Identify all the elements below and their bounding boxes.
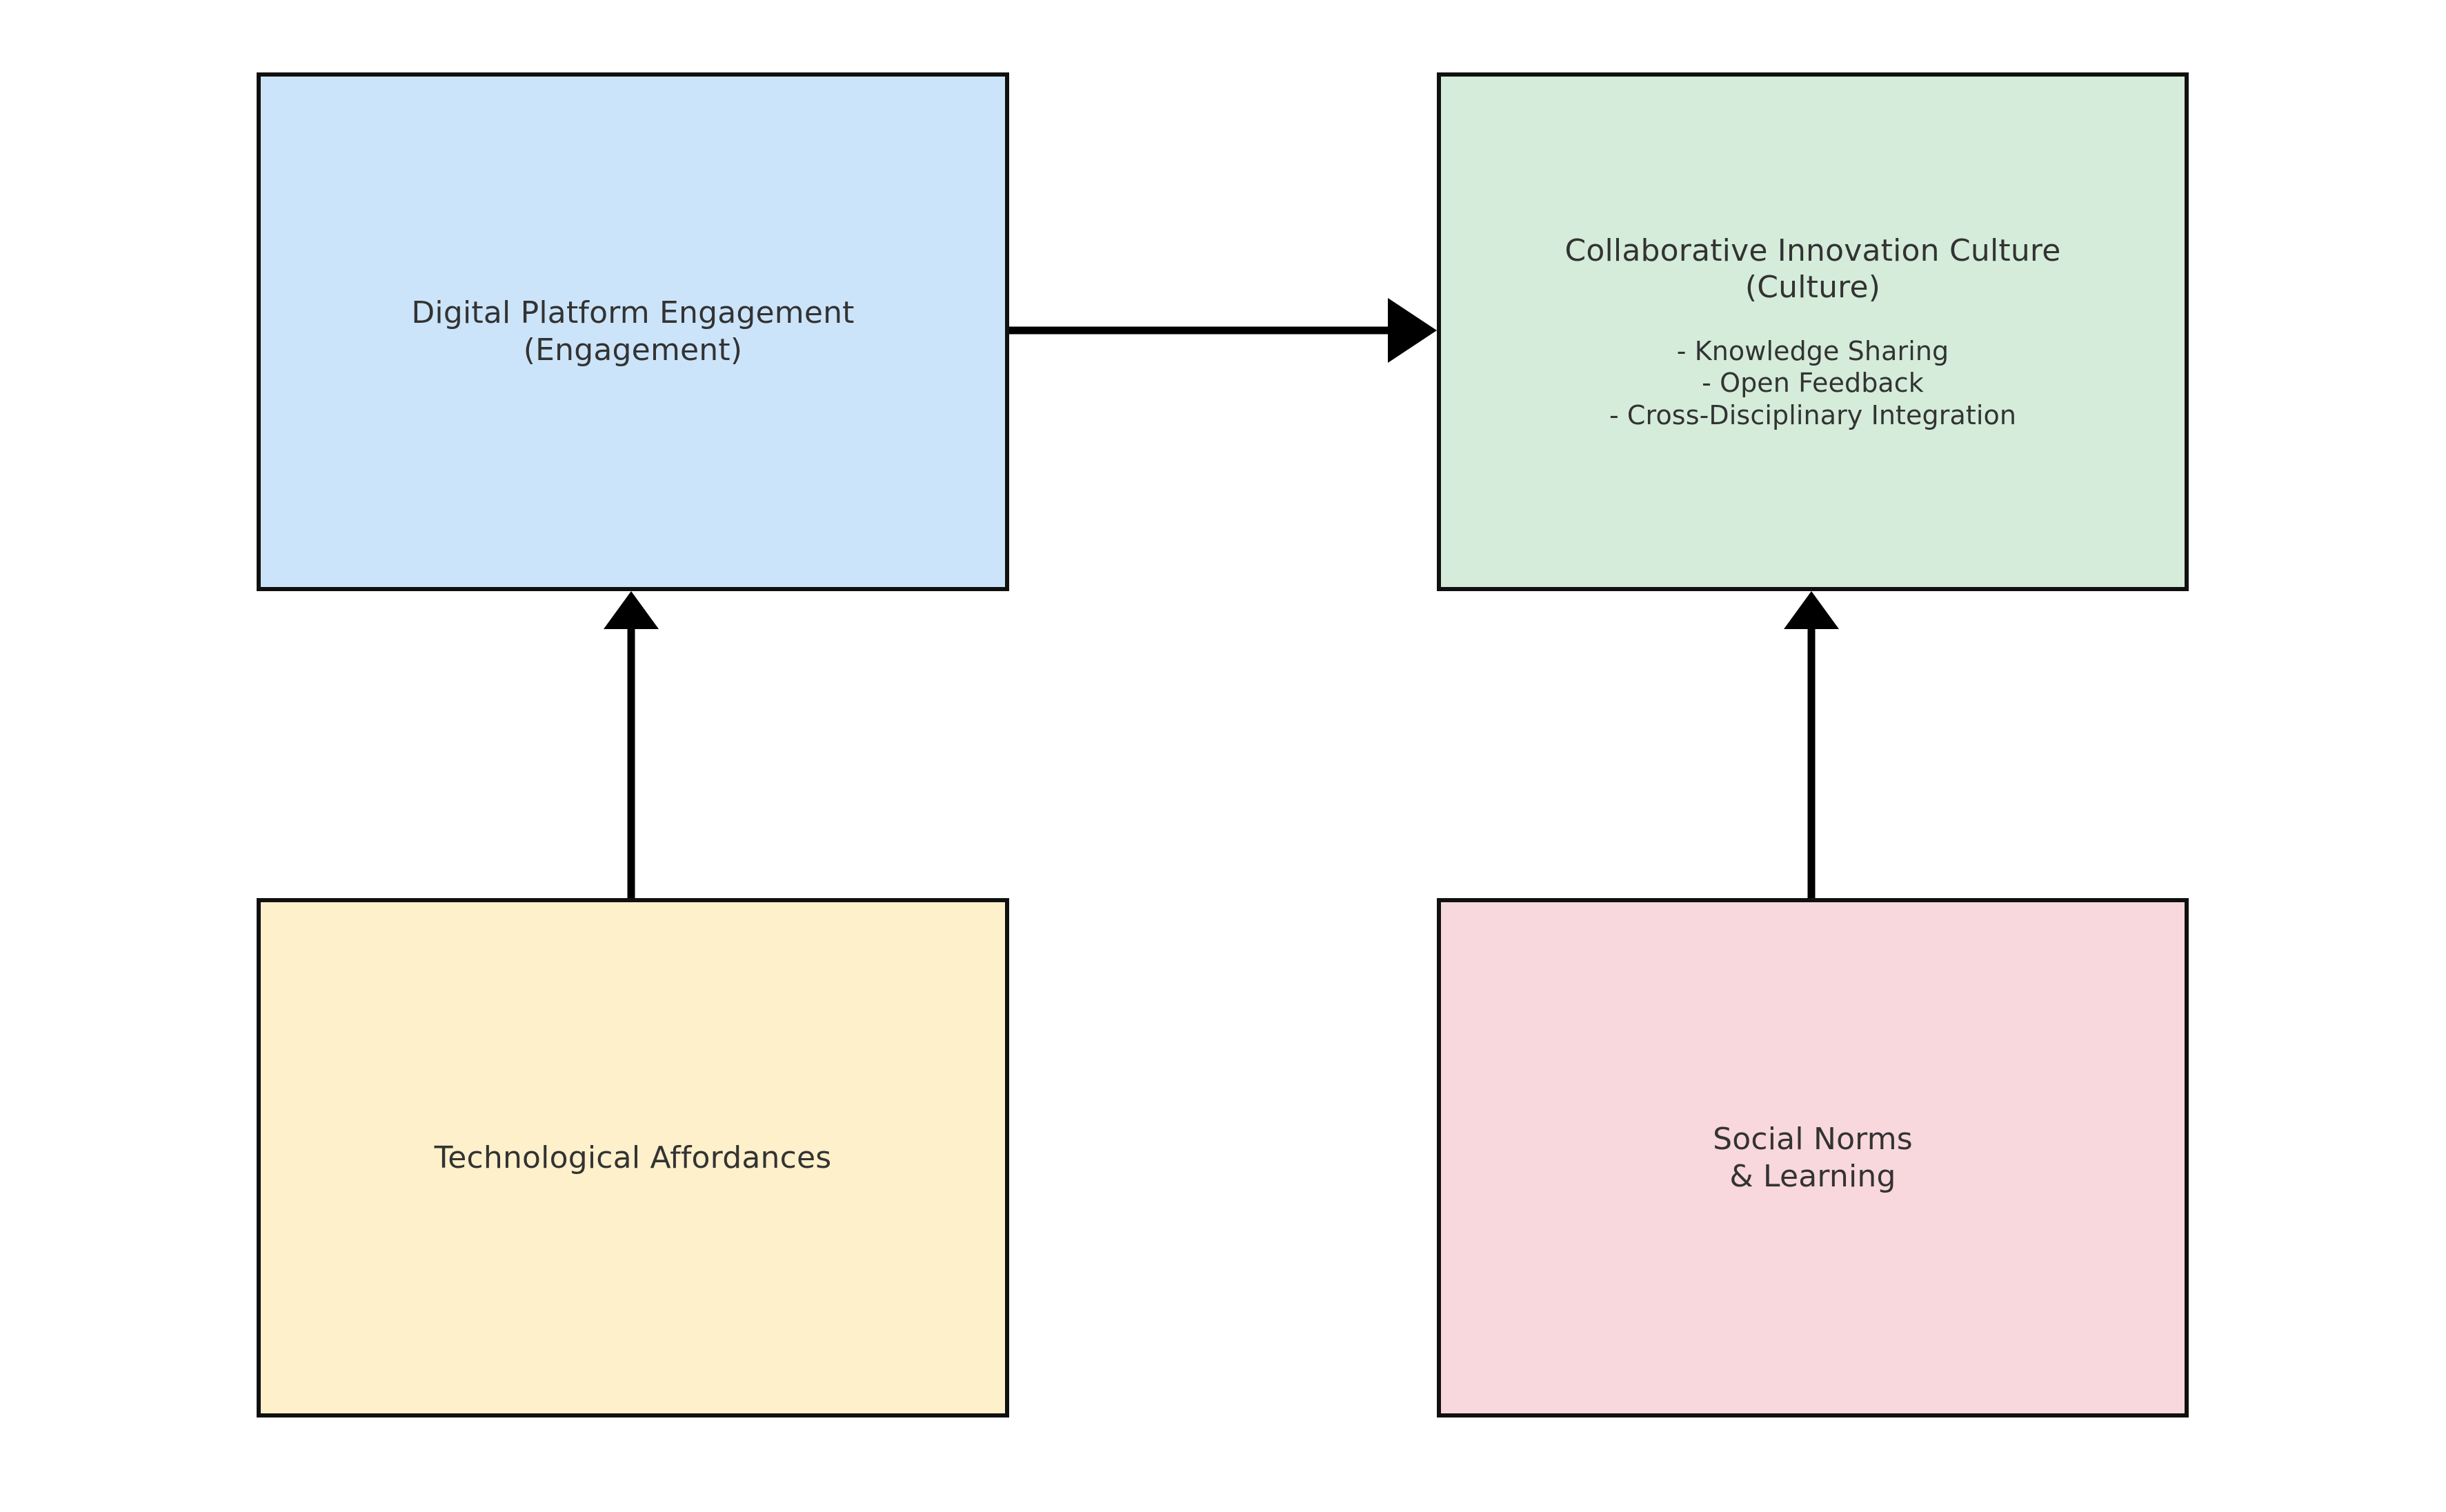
arrowhead-up-icon xyxy=(604,591,659,629)
node-digital-platform-engagement[interactable]: Digital Platform Engagement (Engagement) xyxy=(257,72,1009,591)
node-title: Social Norms & Learning xyxy=(1713,1121,1913,1194)
node-social-norms-and-learning[interactable]: Social Norms & Learning xyxy=(1437,898,2189,1418)
arrowhead-up-icon xyxy=(1784,591,1839,629)
edge-engagement-to-culture xyxy=(1009,298,1437,363)
node-title: Digital Platform Engagement (Engagement) xyxy=(411,295,855,368)
node-title: Collaborative Innovation Culture (Cultur… xyxy=(1564,232,2061,306)
node-title: Technological Affordances xyxy=(434,1140,832,1175)
arrowhead-right-icon xyxy=(1388,298,1437,363)
edge-norms-to-culture xyxy=(1784,591,1839,898)
node-collaborative-innovation-culture[interactable]: Collaborative Innovation Culture (Cultur… xyxy=(1437,72,2189,591)
edge-affordances-to-engagement xyxy=(604,591,659,898)
node-technological-affordances[interactable]: Technological Affordances xyxy=(257,898,1009,1418)
node-detail-list: - Knowledge Sharing - Open Feedback - Cr… xyxy=(1609,336,2017,430)
